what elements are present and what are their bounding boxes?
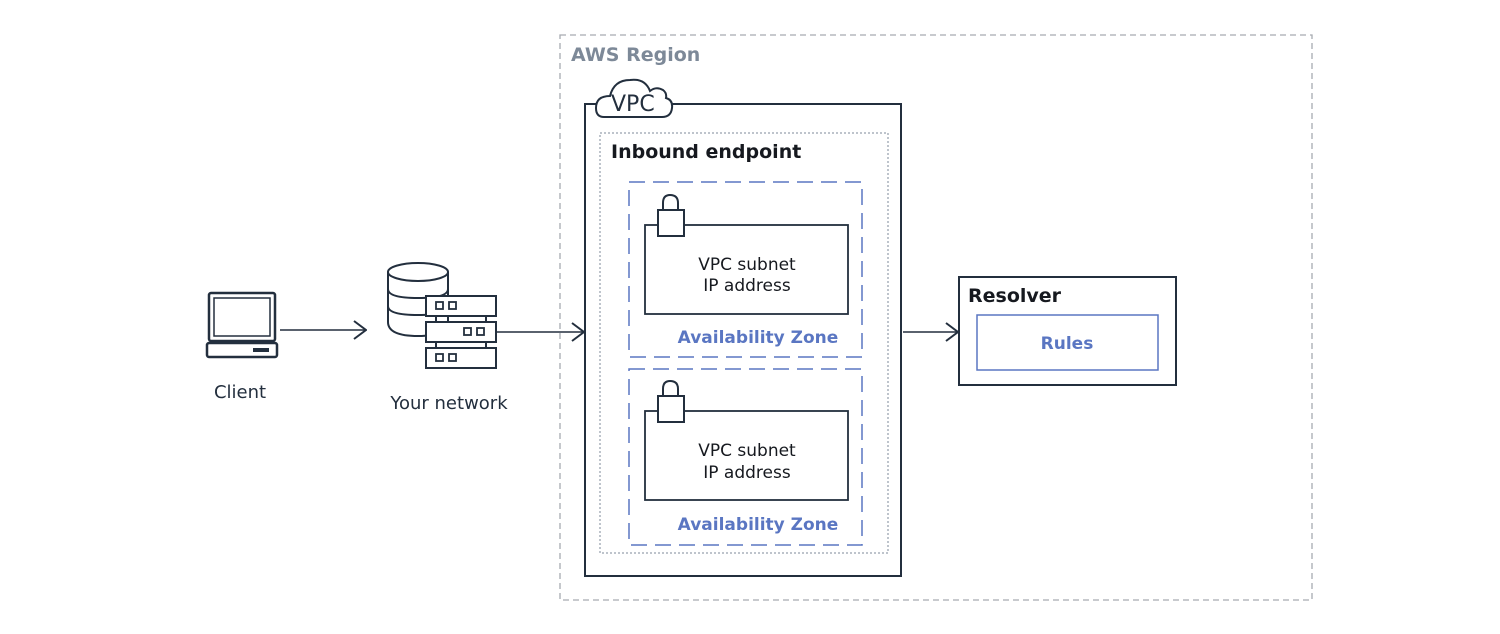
inbound-endpoint-group: Inbound endpoint xyxy=(599,132,889,554)
vpc-group: VPC xyxy=(584,78,902,577)
client-group: Client xyxy=(205,291,279,403)
lock-icon xyxy=(657,193,685,237)
inbound-endpoint-label: Inbound endpoint xyxy=(611,141,801,163)
rules-label: Rules xyxy=(1041,334,1094,354)
aws-region-border xyxy=(559,34,1313,601)
lock-icon xyxy=(657,379,685,423)
vpc-subnet-1-line1: VPC subnet xyxy=(698,255,796,275)
vpc-subnet-1-line2: IP address xyxy=(703,276,791,296)
vpc-border xyxy=(584,103,902,577)
availability-zone-1: VPC subnet IP address Availability Zone xyxy=(628,181,863,358)
database-icon xyxy=(387,262,449,338)
vpc-subnet-2-line1: VPC subnet xyxy=(698,441,796,461)
resolver-group: Resolver Rules xyxy=(958,276,1177,386)
cloud-icon xyxy=(594,78,674,118)
server-stack-icon xyxy=(425,295,497,369)
vpc-subnet-2-line2: IP address xyxy=(703,463,791,483)
rules-box xyxy=(976,314,1159,371)
network-label: Your network xyxy=(389,393,508,414)
availability-zone-1-label: Availability Zone xyxy=(678,328,839,348)
resolver-border xyxy=(958,276,1177,386)
aws-region-label: AWS Region xyxy=(571,44,700,66)
aws-region-group: AWS Region xyxy=(559,34,1313,601)
laptop-icon xyxy=(205,291,279,359)
availability-zone-2: VPC subnet IP address Availability Zone xyxy=(628,368,863,546)
availability-zone-2-label: Availability Zone xyxy=(678,515,839,535)
availability-zone-2-border xyxy=(628,368,863,546)
vpc-label: VPC xyxy=(611,92,655,117)
client-label: Client xyxy=(214,382,266,403)
vpc-subnet-2-box xyxy=(644,410,849,501)
resolver-label: Resolver xyxy=(968,285,1062,307)
vpc-subnet-1-box xyxy=(644,224,849,315)
network-group: Your network xyxy=(387,262,508,414)
inbound-endpoint-border xyxy=(599,132,889,554)
availability-zone-1-border xyxy=(628,181,863,358)
